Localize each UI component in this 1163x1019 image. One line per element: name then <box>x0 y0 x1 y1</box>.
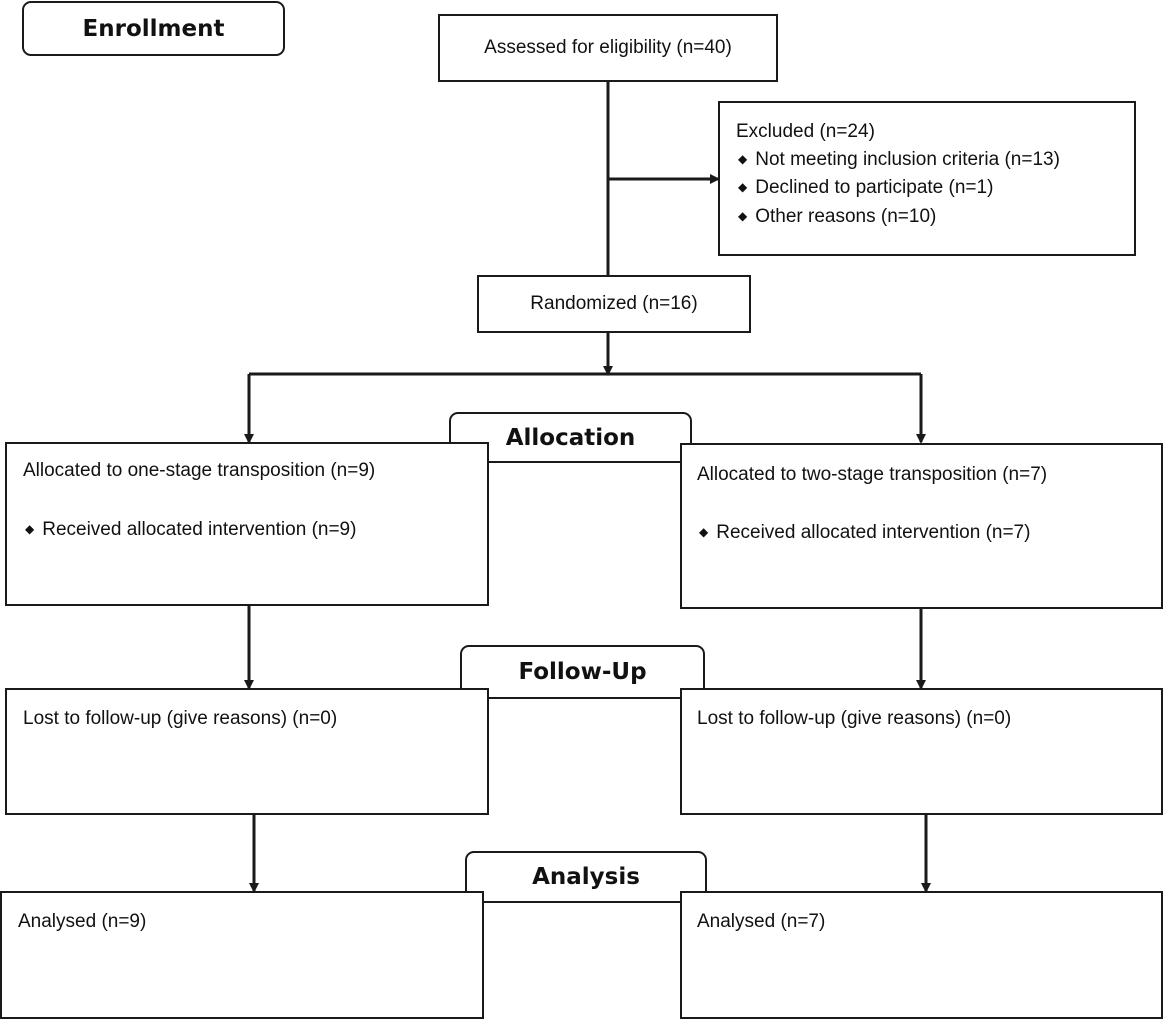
excluded-item: ◆ Other reasons (n=10) <box>738 206 936 229</box>
diamond-bullet-icon: ◆ <box>738 209 748 223</box>
excluded-item: ◆ Declined to participate (n=1) <box>738 177 993 200</box>
randomized-text: Randomized (n=16) <box>530 292 698 314</box>
excluded-item: ◆ Not meeting inclusion criteria (n=13) <box>738 149 1060 172</box>
enrollment-label: Enrollment <box>22 1 285 56</box>
left-followup-box: Lost to follow-up (give reasons) (n=0) <box>5 688 489 815</box>
left-analysed-text: Analysed (n=9) <box>18 911 147 932</box>
allocation-label: Allocation <box>449 412 692 463</box>
right-analysis-box: Analysed (n=7) <box>680 891 1163 1019</box>
excluded-box: Excluded (n=24) ◆ Not meeting inclusion c… <box>718 101 1136 256</box>
right-lost-text: Lost to follow-up (give reasons) (n=0) <box>697 708 1012 729</box>
left-allocated-text: Allocated to one-stage transposition (n=… <box>23 460 376 481</box>
right-allocated-text: Allocated to two-stage transposition (n=… <box>697 464 1048 485</box>
assessed-text: Assessed for eligibility (n=40) <box>484 36 732 58</box>
left-allocation-box: Allocated to one-stage transposition (n=… <box>5 442 489 606</box>
right-allocation-box: Allocated to two-stage transposition (n=… <box>680 443 1163 609</box>
right-analysed-text: Analysed (n=7) <box>697 911 826 932</box>
excluded-title: Excluded (n=24) <box>736 121 875 142</box>
analysis-label: Analysis <box>465 851 707 903</box>
excluded-item-text: Declined to participate (n=1) <box>755 177 994 198</box>
diamond-bullet-icon: ◆ <box>699 525 709 539</box>
excluded-item-text: Not meeting inclusion criteria (n=13) <box>755 149 1060 170</box>
excluded-item-text: Other reasons (n=10) <box>755 206 937 227</box>
diamond-bullet-icon: ◆ <box>25 522 35 536</box>
right-received-text: Received allocated intervention (n=7) <box>716 522 1031 543</box>
left-received-text: Received allocated intervention (n=9) <box>42 519 357 540</box>
diamond-bullet-icon: ◆ <box>738 180 748 194</box>
follow-up-label: Follow-Up <box>460 645 705 699</box>
diamond-bullet-icon: ◆ <box>738 152 748 166</box>
right-received-item: ◆ Received allocated intervention (n=7) <box>699 522 1030 545</box>
assessed-box: Assessed for eligibility (n=40) <box>438 14 778 82</box>
randomized-box: Randomized (n=16) <box>477 275 751 333</box>
left-analysis-box: Analysed (n=9) <box>0 891 484 1019</box>
left-lost-text: Lost to follow-up (give reasons) (n=0) <box>23 708 338 729</box>
right-followup-box: Lost to follow-up (give reasons) (n=0) <box>680 688 1163 815</box>
left-received-item: ◆ Received allocated intervention (n=9) <box>25 519 356 542</box>
